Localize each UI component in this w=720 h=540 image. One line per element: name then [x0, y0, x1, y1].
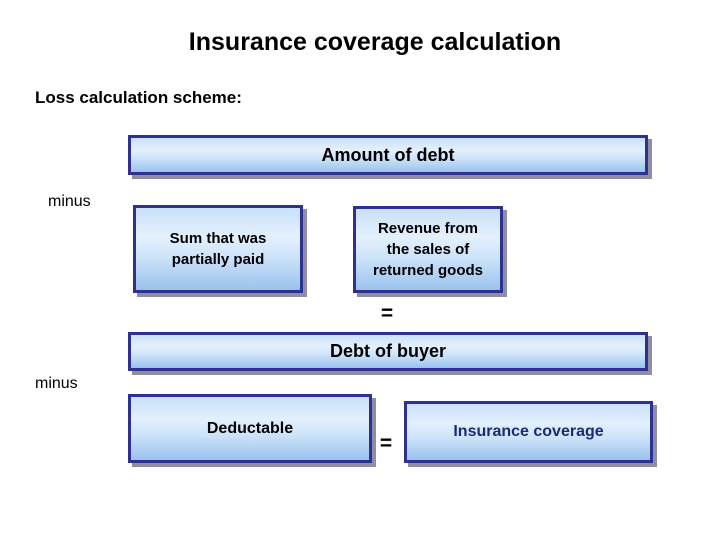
equals-operator-bottom: = [379, 432, 393, 455]
loss-calculation-scheme-label: Loss calculation scheme: [35, 88, 242, 107]
revenue-returned-goods-box: Revenue from the sales of returned goods [353, 206, 503, 293]
slide-title: Insurance coverage calculation [188, 28, 562, 56]
equals-operator-top: = [380, 302, 394, 325]
insurance-coverage-box: Insurance coverage [404, 401, 653, 463]
minus-operator-bottom: minus [35, 375, 78, 392]
deductable-box: Deductable [128, 394, 372, 463]
sum-partially-paid-box: Sum that was partially paid [133, 205, 303, 293]
minus-operator-top: minus [48, 193, 91, 210]
amount-of-debt-box: Amount of debt [128, 135, 648, 175]
debt-of-buyer-box: Debt of buyer [128, 332, 648, 371]
